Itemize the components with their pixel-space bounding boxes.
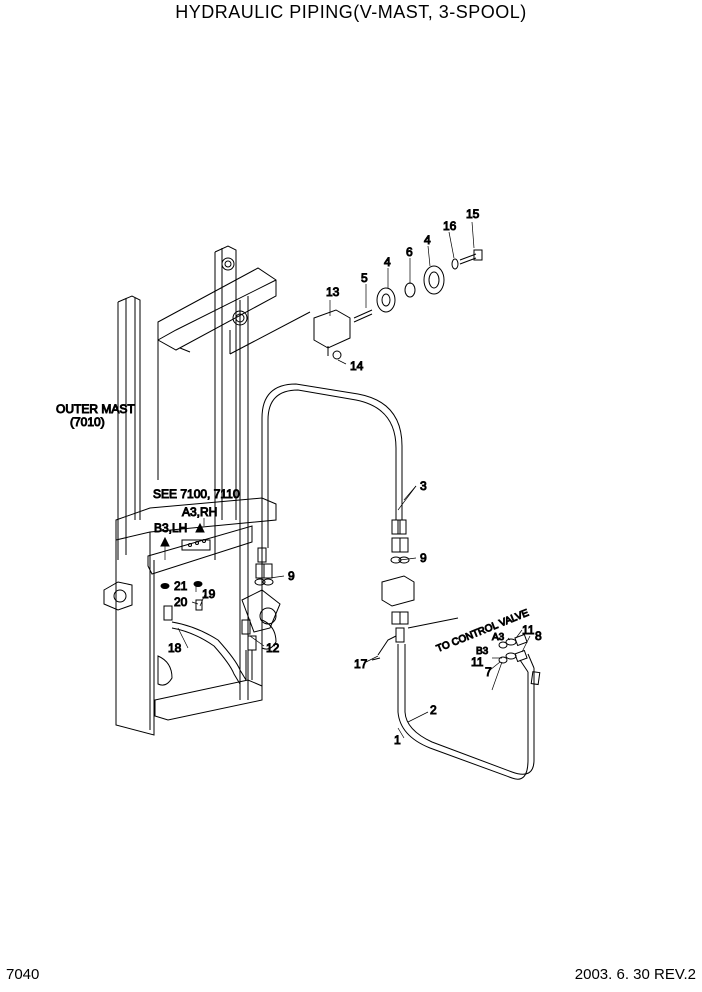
port-b3-label: B3 — [476, 646, 489, 657]
page-number: 7040 — [6, 966, 40, 983]
callout-16: 16 — [443, 219, 457, 233]
callout-4-right: 4 — [424, 233, 431, 247]
callout-6: 6 — [406, 245, 413, 259]
callout-17: 17 — [354, 657, 368, 671]
fittings-9-left — [241, 563, 274, 680]
outer-mast-frame — [103, 245, 311, 736]
hydraulic-piping-diagram: OUTER MAST (7010) SEE 7100, 7110 A3,RH B… — [56, 207, 543, 780]
port-a3-label: A3 — [492, 632, 505, 643]
port-fittings — [498, 633, 528, 664]
callout-2: 2 — [430, 703, 437, 717]
callout-13: 13 — [326, 285, 340, 299]
callout-4-left: 4 — [384, 255, 391, 269]
callout-7: 7 — [485, 665, 492, 679]
callout-11-top: 11 — [522, 623, 535, 637]
outer-mast-ref: (7010) — [70, 415, 105, 429]
see-reference: SEE 7100, 7110 — [153, 487, 240, 501]
callout-5: 5 — [361, 271, 368, 285]
callout-8: 8 — [535, 629, 542, 643]
callout-18: 18 — [168, 641, 182, 655]
b3-lh-label: B3,LH — [154, 521, 187, 535]
arrow-b3-icon — [160, 536, 170, 547]
a3-rh-label: A3,RH — [182, 505, 217, 519]
callout-21: 21 — [174, 579, 188, 593]
callout-11-bottom: 11 — [471, 655, 484, 669]
callout-14: 14 — [350, 359, 364, 373]
callout-12: 12 — [266, 641, 280, 655]
callout-15: 15 — [466, 207, 480, 221]
sheave-assembly — [313, 249, 483, 360]
callout-19: 19 — [202, 587, 216, 601]
hose-3 — [257, 383, 407, 563]
callout-1: 1 — [394, 733, 401, 747]
hose-17 — [371, 635, 397, 661]
callout-3: 3 — [420, 479, 427, 493]
callout-20: 20 — [174, 595, 188, 609]
leader-lines — [164, 221, 531, 739]
fittings-9-right — [381, 537, 459, 643]
hoses-1-2 — [397, 644, 541, 780]
plug-21-icon — [160, 583, 170, 589]
hose-18 — [163, 599, 247, 685]
revision-date: 2003. 6. 30 REV.2 — [574, 966, 696, 983]
callout-9-right: 9 — [420, 551, 427, 565]
arrow-a3-icon — [195, 522, 205, 533]
callout-9-left: 9 — [288, 569, 295, 583]
page-title: HYDRAULIC PIPING(V-MAST, 3-SPOOL) — [175, 2, 527, 22]
plug-19-icon — [193, 581, 203, 587]
outer-mast-label: OUTER MAST — [56, 402, 135, 416]
